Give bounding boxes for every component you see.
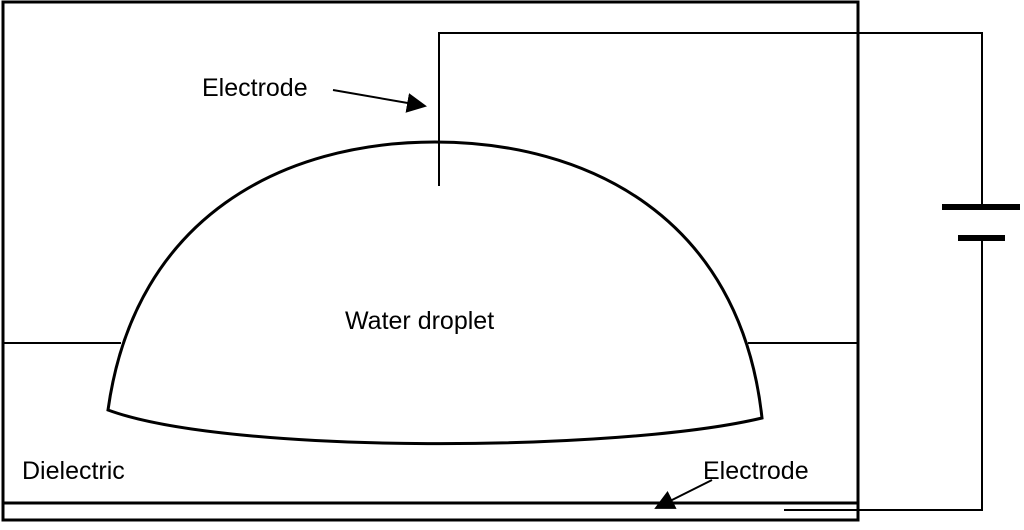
dielectric-label: Dielectric: [22, 457, 125, 485]
water-droplet-shape: [106, 140, 764, 446]
arrow-to-top-electrode: [332, 89, 427, 113]
bottom-electrode-label: Electrode: [703, 457, 809, 485]
top-electrode-wire: [438, 32, 983, 205]
top-electrode-label: Electrode: [202, 74, 308, 102]
outer-frame: [1, 0, 860, 522]
arrow-to-bottom-electrode: [654, 479, 713, 509]
bottom-electrode-wire: [784, 240, 983, 511]
water-droplet-label: Water droplet: [345, 307, 495, 335]
